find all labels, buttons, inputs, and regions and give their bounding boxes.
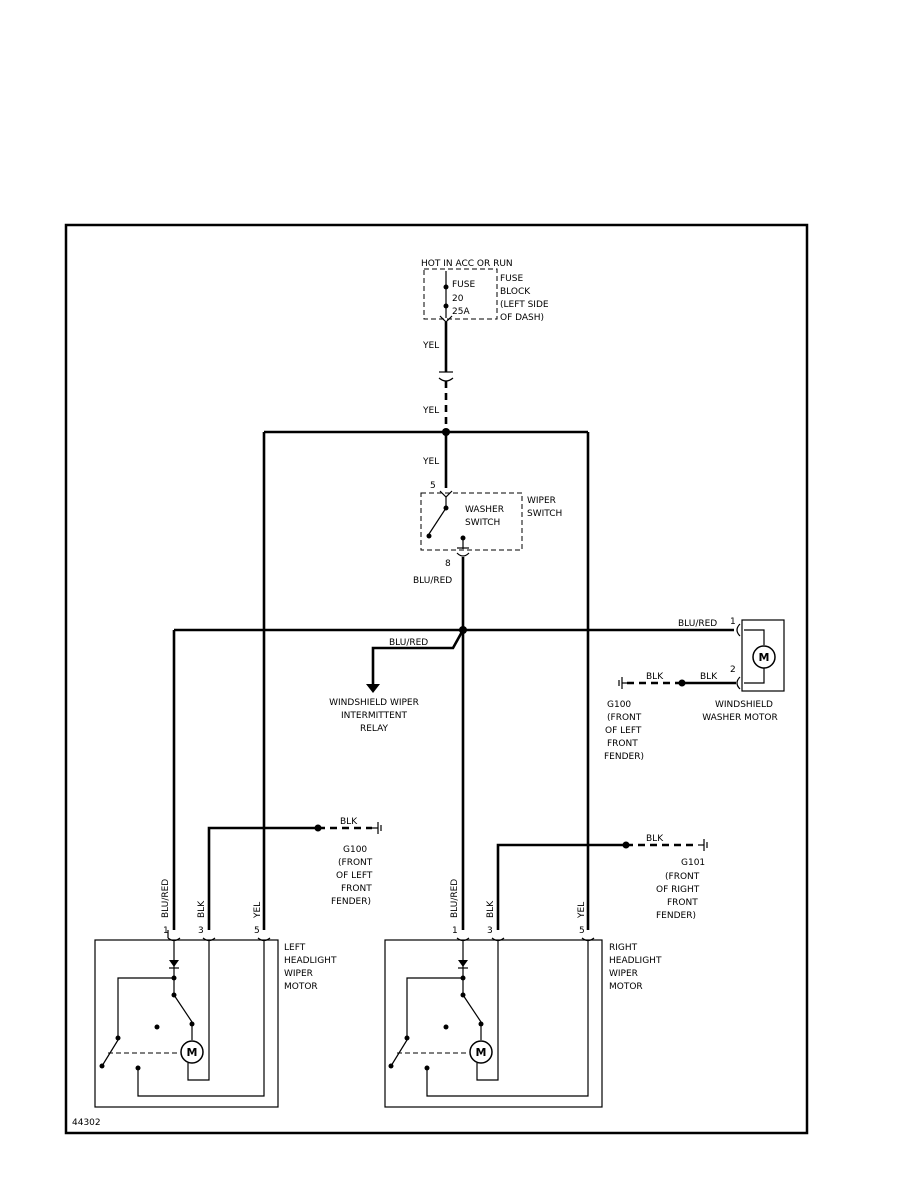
yel-label-2: YEL bbox=[422, 406, 439, 416]
blu-red-wiring: BLU/RED BLU/RED BLU/RED bbox=[172, 557, 734, 930]
diagram-border bbox=[64, 223, 809, 1135]
fuse-rating: 25A bbox=[452, 307, 470, 317]
g100-washer-l4: FENDER) bbox=[604, 752, 644, 762]
g100-left-l3: FRONT bbox=[341, 884, 372, 894]
left-motor-label-1: LEFT bbox=[284, 943, 306, 953]
power-source-label: HOT IN ACC OR RUN bbox=[421, 259, 513, 269]
right-motor-pin-3: 3 bbox=[487, 926, 493, 936]
washer-motor: 1 2 M WINDSHIELD WASHER MOTOR bbox=[702, 617, 785, 723]
blk-label-right-ground: BLK bbox=[646, 834, 664, 844]
right-motor-pin-1: 1 bbox=[452, 926, 458, 936]
washer-motor-outline bbox=[741, 619, 785, 692]
blk-left-label: BLK bbox=[197, 900, 207, 918]
left-headlight-wiper-motor: 1 3 5 M LEFT HEADLIGHT WIPER MOTOR bbox=[94, 926, 337, 1108]
right-motor-outline bbox=[384, 939, 603, 1108]
right-motor-pin-5: 5 bbox=[579, 926, 585, 936]
g101-l1: (FRONT bbox=[665, 872, 700, 882]
diagram-id: 44302 bbox=[72, 1118, 101, 1128]
right-motor-label-3: WIPER bbox=[609, 969, 638, 979]
left-motor-outline bbox=[94, 939, 279, 1108]
g101-l3: FRONT bbox=[667, 898, 698, 908]
right-motor-label-4: MOTOR bbox=[609, 982, 643, 992]
wiper-switch-label-2: SWITCH bbox=[527, 509, 562, 519]
g101-l2: OF RIGHT bbox=[656, 885, 700, 895]
g101-id: G101 bbox=[681, 858, 705, 868]
washer-motor-label-1: WINDSHIELD bbox=[715, 700, 773, 710]
g100-washer-l3: FRONT bbox=[607, 739, 638, 749]
left-motor-label-3: WIPER bbox=[284, 969, 313, 979]
blk-label-washer-1: BLK bbox=[646, 672, 664, 682]
left-motor-pin-1: 1 bbox=[163, 926, 169, 936]
ground-g101-right: BLK G101 (FRONT OF RIGHT FRONT FENDER) bbox=[496, 834, 708, 930]
yel-right-label: YEL bbox=[577, 902, 587, 919]
yel-label-3: YEL bbox=[422, 457, 439, 467]
fuse-block-label-1: FUSE bbox=[500, 274, 523, 284]
fuse-label: FUSE bbox=[452, 280, 475, 290]
g100-left-id: G100 bbox=[343, 845, 367, 855]
blu-red-right-label: BLU/RED bbox=[450, 879, 460, 918]
ground-g100-washer: BLK BLK G100 (FRONT OF LEFT FRONT FENDER… bbox=[604, 672, 736, 762]
blk-label-washer-2: BLK bbox=[700, 672, 718, 682]
relay-label-2: INTERMITTENT bbox=[341, 711, 407, 721]
washer-motor-pin-2: 2 bbox=[730, 665, 736, 675]
wiper-switch-outline bbox=[420, 492, 523, 551]
blu-red-left-label: BLU/RED bbox=[161, 879, 171, 918]
fuse-block-label-3: (LEFT SIDE bbox=[500, 300, 549, 310]
right-motor-label-2: HEADLIGHT bbox=[609, 956, 662, 966]
washer-motor-symbol: M bbox=[759, 651, 770, 664]
left-motor-pin-5: 5 bbox=[254, 926, 260, 936]
wiper-switch-label-1: WIPER bbox=[527, 496, 556, 506]
ground-g100-left: BLK G100 (FRONT OF LEFT FRONT FENDER) bbox=[207, 817, 382, 930]
relay-label-1: WINDSHIELD WIPER bbox=[329, 698, 419, 708]
relay: WINDSHIELD WIPER INTERMITTENT RELAY bbox=[329, 698, 419, 734]
washer-switch-label-2: SWITCH bbox=[465, 518, 500, 528]
left-motor-label-4: MOTOR bbox=[284, 982, 318, 992]
fuse-block-label-4: OF DASH) bbox=[500, 313, 544, 323]
yel-label-1: YEL bbox=[422, 341, 439, 351]
blu-red-label-3: BLU/RED bbox=[678, 619, 717, 629]
g100-left-l2: OF LEFT bbox=[336, 871, 373, 881]
blk-label-left-ground: BLK bbox=[340, 817, 358, 827]
wiper-switch-pin-5: 5 bbox=[430, 481, 436, 491]
g100-washer-l2: OF LEFT bbox=[605, 726, 642, 736]
left-motor-label-2: HEADLIGHT bbox=[284, 956, 337, 966]
g100-washer-id: G100 bbox=[607, 700, 631, 710]
fuse-block: HOT IN ACC OR RUN FUSE 20 25A FUSE BLOCK… bbox=[421, 259, 549, 323]
g100-left-l4: FENDER) bbox=[331, 897, 371, 907]
g100-washer-l1: (FRONT bbox=[607, 713, 642, 723]
blk-right-label: BLK bbox=[486, 900, 496, 918]
washer-motor-label-2: WASHER MOTOR bbox=[702, 713, 778, 723]
fuse-block-label-2: BLOCK bbox=[500, 287, 531, 297]
g101-l4: FENDER) bbox=[656, 911, 696, 921]
fuse-block-outline bbox=[423, 268, 498, 320]
right-motor-symbol: M bbox=[476, 1046, 487, 1059]
washer-motor-pin-1: 1 bbox=[730, 617, 736, 627]
blu-red-label-1: BLU/RED bbox=[413, 576, 452, 586]
right-motor-label-1: RIGHT bbox=[609, 943, 638, 953]
relay-label-3: RELAY bbox=[360, 724, 389, 734]
washer-switch-label-1: WASHER bbox=[465, 505, 504, 515]
yel-feed: YEL YEL YEL bbox=[262, 315, 590, 930]
blu-red-label-2: BLU/RED bbox=[389, 638, 428, 648]
left-motor-pin-3: 3 bbox=[198, 926, 204, 936]
right-headlight-wiper-motor: 1 3 5 M RIGHT HEADLIGHT WIPER MOTOR bbox=[384, 926, 662, 1108]
fuse-number: 20 bbox=[452, 294, 464, 304]
wiper-switch-pin-8: 8 bbox=[445, 559, 451, 569]
yel-left-label: YEL bbox=[253, 902, 263, 919]
g100-left-l1: (FRONT bbox=[338, 858, 373, 868]
left-motor-symbol: M bbox=[187, 1046, 198, 1059]
wiper-switch: 5 WASHER SWITCH WIPER SWITCH 8 bbox=[420, 481, 562, 569]
